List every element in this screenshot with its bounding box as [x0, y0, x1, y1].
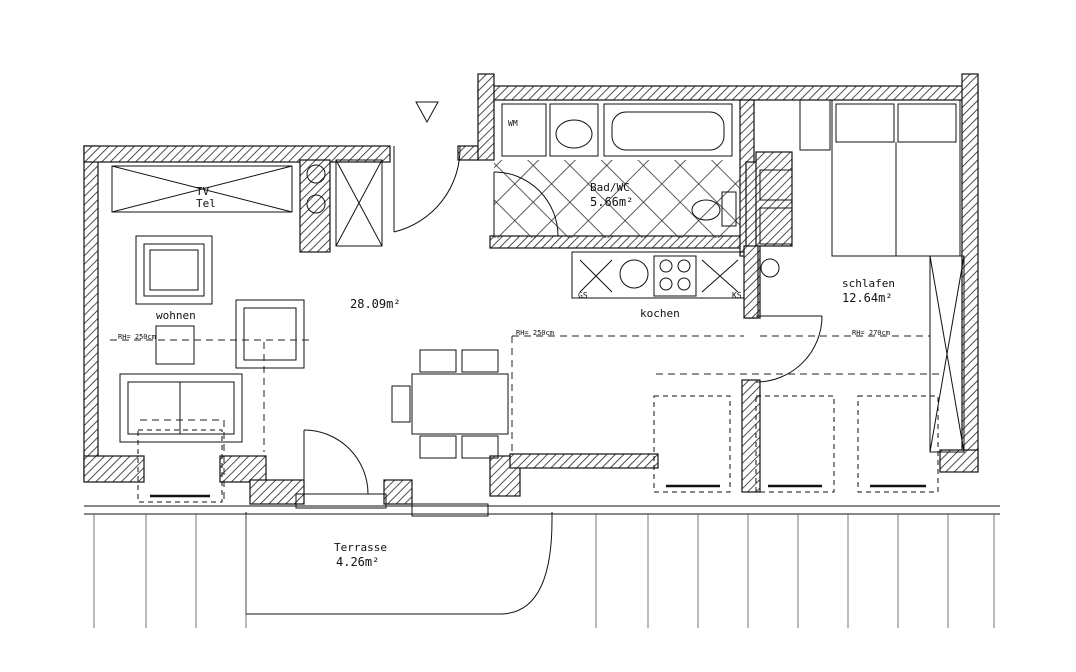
wohnen-height: RH= 250cm	[118, 333, 156, 341]
dining-table	[391, 349, 509, 459]
entry-door	[393, 101, 461, 233]
gs-label: GS	[578, 291, 588, 300]
wall-bath-left	[477, 73, 495, 161]
tv-unit	[111, 165, 293, 213]
schlafen-label: schlafen	[842, 277, 895, 290]
terrace	[84, 503, 1000, 615]
wall-bottom-left	[83, 455, 145, 483]
wall-bottom-bed	[741, 379, 761, 493]
ks-label: KS	[732, 291, 742, 300]
kitchen-counter	[571, 251, 745, 299]
terrasse-label: Terrasse	[334, 541, 387, 554]
wall-bottom-mid-b	[383, 479, 413, 505]
bed-window	[929, 255, 965, 453]
wall-bottom-mid	[249, 479, 305, 505]
terrace-door	[295, 429, 387, 509]
wall-bottom-right	[939, 449, 979, 473]
closet-boxes	[759, 169, 793, 245]
coffee-table	[155, 325, 195, 365]
kochen-label: kochen	[640, 307, 680, 320]
wall-top-living-b	[457, 145, 479, 161]
wall-closet	[755, 151, 793, 247]
wohnen-label: wohnen	[156, 309, 196, 322]
tv-label: TV	[196, 185, 210, 198]
bath-tiles	[494, 160, 740, 238]
wall-kitchen-end	[743, 245, 759, 319]
bed	[799, 99, 961, 257]
wall-shaft	[299, 159, 331, 253]
wohnen-area: 28.09m²	[350, 297, 401, 311]
wall-top-bath	[477, 85, 979, 101]
entry-closet	[335, 159, 383, 247]
schlafen-area: 12.64m²	[842, 291, 893, 305]
shaft-fixtures	[306, 164, 780, 278]
railing-lines	[93, 514, 995, 628]
bedroom-door	[755, 315, 823, 383]
bad-label: Bad/WC	[590, 181, 630, 194]
wall-bottom-left-b	[219, 455, 267, 483]
terrasse-area: 4.26m²	[336, 555, 380, 569]
walls	[83, 73, 979, 505]
wall-top-living	[83, 145, 391, 163]
tel-label: Tel	[196, 197, 216, 210]
schlafen-height: RH= 270cm	[852, 329, 890, 337]
armchair-2	[235, 299, 305, 369]
armchair	[135, 235, 213, 305]
wm-label: WM	[508, 119, 518, 128]
bath-fixtures	[493, 103, 737, 237]
radiator-bars	[150, 484, 926, 498]
sofa	[119, 373, 243, 443]
radiators	[137, 395, 939, 503]
dashed-lines	[110, 335, 940, 500]
bad-area: 5.66m²	[590, 195, 634, 209]
kochen-height: RH= 250cm	[516, 329, 554, 337]
wall-bottom-mid-d	[509, 453, 659, 469]
wall-left	[83, 145, 99, 481]
